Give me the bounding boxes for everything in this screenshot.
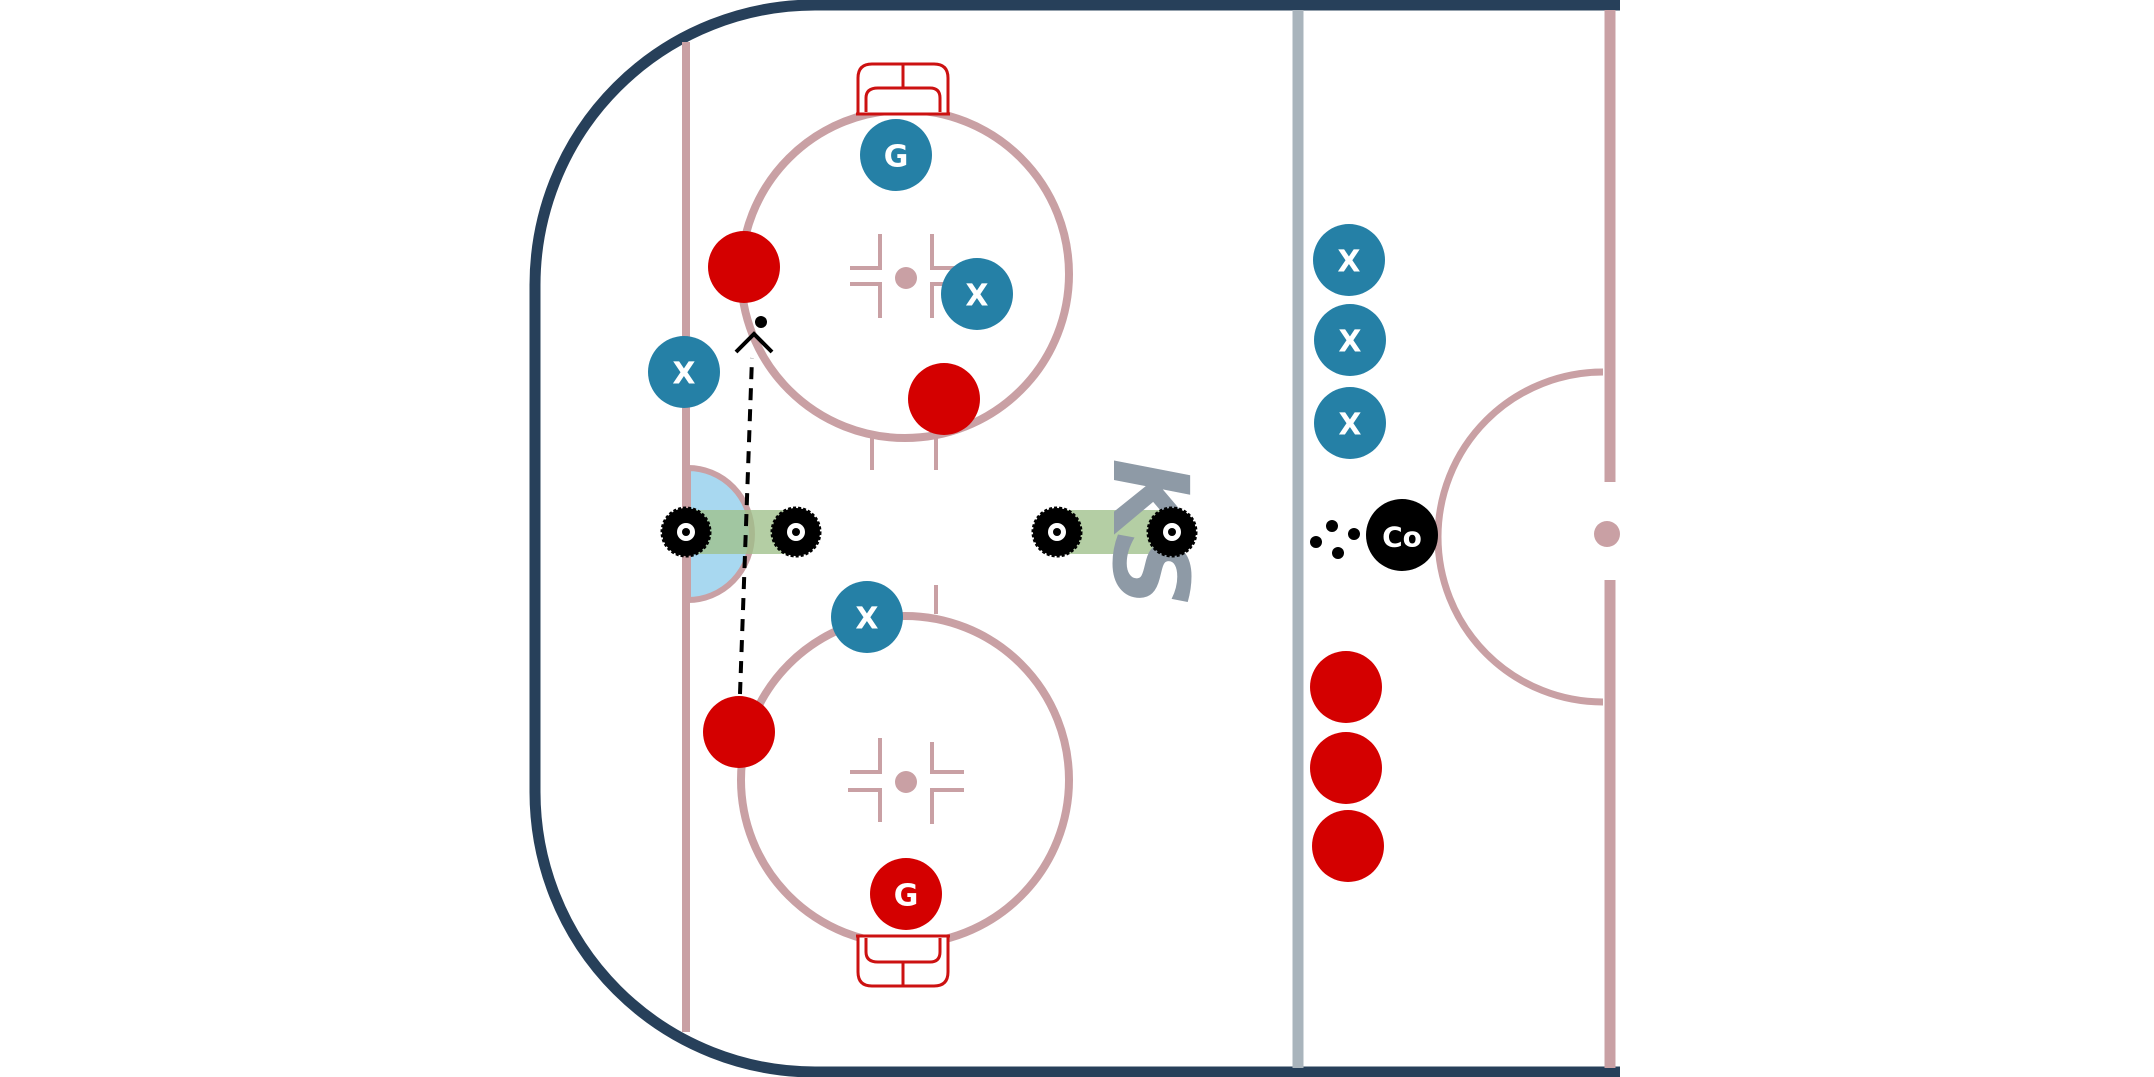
goalie-red: G [870,858,942,930]
puck-icon [1310,536,1322,548]
player-red [703,696,775,768]
player-red [1310,651,1382,723]
player-red [1310,732,1382,804]
player-label: X [1338,408,1361,443]
player-red [708,231,780,303]
pass-arrowhead [734,331,774,354]
player-blue: X [648,336,720,408]
puck-icon [755,316,767,328]
player-blue: X [1314,304,1386,376]
faceoff-dot-bottom [895,771,917,793]
player-red [1312,810,1384,882]
puck-icon [1332,547,1344,559]
player-label: X [965,279,988,314]
center-dot [1594,521,1620,547]
player-label: X [1337,245,1360,280]
puck-icon [1326,520,1338,532]
puck-icon [1348,528,1360,540]
faceoff-dot-top [895,267,917,289]
player-blue: X [1314,387,1386,459]
pylon-icon [660,506,712,558]
pylon-icon [1146,506,1198,558]
player-label: X [1338,325,1361,360]
player-blue: X [831,581,903,653]
player-label: X [855,602,878,637]
center-circle [1434,368,1604,706]
pylon-icon [1031,506,1083,558]
coach: Co [1366,499,1438,571]
player-label: X [672,357,695,392]
goalie-label: G [894,879,919,914]
player-blue: X [941,258,1013,330]
pass-arrow-icon [738,357,754,695]
net-bottom [856,934,950,988]
goalie-label: G [884,140,909,175]
net-top [856,62,950,116]
coach-label: Co [1382,521,1422,554]
pylon-icon [770,506,822,558]
goalie-blue: G [860,119,932,191]
faceoff-hashmarks-bottom [848,585,964,824]
player-blue: X [1313,224,1385,296]
player-red [908,363,980,435]
puck-group [1310,520,1360,559]
rink-boards [529,0,1620,1077]
